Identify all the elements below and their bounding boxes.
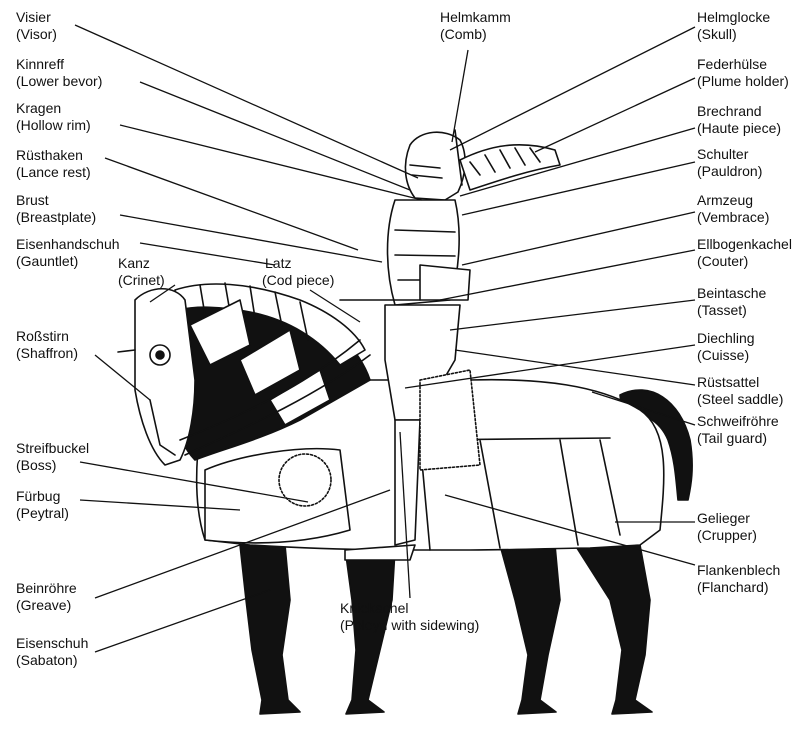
label-en: (Lower bevor): [16, 73, 102, 90]
label-helmglocke: Helmglocke (Skull): [697, 9, 770, 43]
label-en: (Plume holder): [697, 73, 789, 90]
label-de: Rüstsattel: [697, 374, 783, 391]
label-en: (Poleyn with sidewing): [340, 617, 479, 634]
label-en: (Gauntlet): [16, 253, 120, 270]
label-flankenblech: Flankenblech (Flanchard): [697, 562, 780, 596]
label-de: Diechling: [697, 330, 755, 347]
label-de: Beintasche: [697, 285, 766, 302]
label-en: (Boss): [16, 457, 89, 474]
label-gelieger: Gelieger (Crupper): [697, 510, 757, 544]
label-latz: Latz (Cod piece): [262, 255, 334, 289]
label-de: Kragen: [16, 100, 91, 117]
label-en: (Visor): [16, 26, 57, 43]
label-en: (Sabaton): [16, 652, 88, 669]
greave-leg: [395, 420, 420, 545]
label-streifbuckel: Streifbuckel (Boss): [16, 440, 89, 474]
label-helmkamm: Helmkamm (Comb): [440, 9, 511, 43]
label-schweifroehre: Schweifröhre (Tail guard): [697, 413, 779, 447]
label-en: (Flanchard): [697, 579, 780, 596]
label-de: Kanz: [118, 255, 165, 272]
label-en: (Lance rest): [16, 164, 91, 181]
label-eisenschuh: Eisenschuh (Sabaton): [16, 635, 88, 669]
label-en: (Peytral): [16, 505, 69, 522]
label-de: Brust: [16, 192, 96, 209]
label-en: (Crinet): [118, 272, 165, 289]
arm: [420, 265, 470, 300]
label-de: Schulter: [697, 146, 762, 163]
shaffron: [135, 289, 195, 465]
label-de: Kniekachel: [340, 600, 479, 617]
label-en: (Cod piece): [262, 272, 334, 289]
label-kinnreff: Kinnreff (Lower bevor): [16, 56, 102, 90]
label-en: (Pauldron): [697, 163, 762, 180]
label-ellbogenkachel: Ellbogenkachel (Couter): [697, 236, 792, 270]
label-de: Eisenhandschuh: [16, 236, 120, 253]
label-en: (Crupper): [697, 527, 757, 544]
label-fuerbug: Fürbug (Peytral): [16, 488, 69, 522]
label-en: (Haute piece): [697, 120, 781, 137]
label-de: Helmglocke: [697, 9, 770, 26]
label-kragen: Kragen (Hollow rim): [16, 100, 91, 134]
label-armzeug: Armzeug (Vembrace): [697, 192, 769, 226]
label-de: Latz: [262, 255, 334, 272]
label-en: (Hollow rim): [16, 117, 91, 134]
label-kniekachel: Kniekachel (Poleyn with sidewing): [340, 600, 479, 634]
label-federhuelse: Federhülse (Plume holder): [697, 56, 789, 90]
label-en: (Vembrace): [697, 209, 769, 226]
label-en: (Comb): [440, 26, 511, 43]
label-de: Eisenschuh: [16, 635, 88, 652]
label-en: (Cuisse): [697, 347, 755, 364]
label-visier: Visier (Visor): [16, 9, 57, 43]
label-brechrand: Brechrand (Haute piece): [697, 103, 781, 137]
label-de: Streifbuckel: [16, 440, 89, 457]
label-ruestsattel: Rüstsattel (Steel saddle): [697, 374, 783, 408]
label-de: Helmkamm: [440, 9, 511, 26]
label-de: Brechrand: [697, 103, 781, 120]
label-beinroehre: Beinröhre (Greave): [16, 580, 77, 614]
label-de: Fürbug: [16, 488, 69, 505]
label-en: (Greave): [16, 597, 77, 614]
label-de: Kinnreff: [16, 56, 102, 73]
label-eisenhandschuh: Eisenhandschuh (Gauntlet): [16, 236, 120, 270]
label-de: Visier: [16, 9, 57, 26]
label-en: (Couter): [697, 253, 792, 270]
label-beintasche: Beintasche (Tasset): [697, 285, 766, 319]
label-en: (Steel saddle): [697, 391, 783, 408]
label-en: (Shaffron): [16, 345, 78, 362]
label-en: (Breastplate): [16, 209, 96, 226]
label-schulter: Schulter (Pauldron): [697, 146, 762, 180]
label-de: Gelieger: [697, 510, 757, 527]
label-de: Ellbogenkachel: [697, 236, 792, 253]
label-kanz: Kanz (Crinet): [118, 255, 165, 289]
label-de: Federhülse: [697, 56, 789, 73]
label-en: (Tail guard): [697, 430, 779, 447]
label-de: Schweifröhre: [697, 413, 779, 430]
peytral: [205, 449, 350, 543]
label-de: Rüsthaken: [16, 147, 91, 164]
label-ruesthaken: Rüsthaken (Lance rest): [16, 147, 91, 181]
label-de: Roßstirn: [16, 328, 78, 345]
label-en: (Tasset): [697, 302, 766, 319]
label-brust: Brust (Breastplate): [16, 192, 96, 226]
label-rossstirn: Roßstirn (Shaffron): [16, 328, 78, 362]
label-de: Flankenblech: [697, 562, 780, 579]
label-de: Beinröhre: [16, 580, 77, 597]
label-en: (Skull): [697, 26, 770, 43]
label-diechling: Diechling (Cuisse): [697, 330, 755, 364]
label-de: Armzeug: [697, 192, 769, 209]
